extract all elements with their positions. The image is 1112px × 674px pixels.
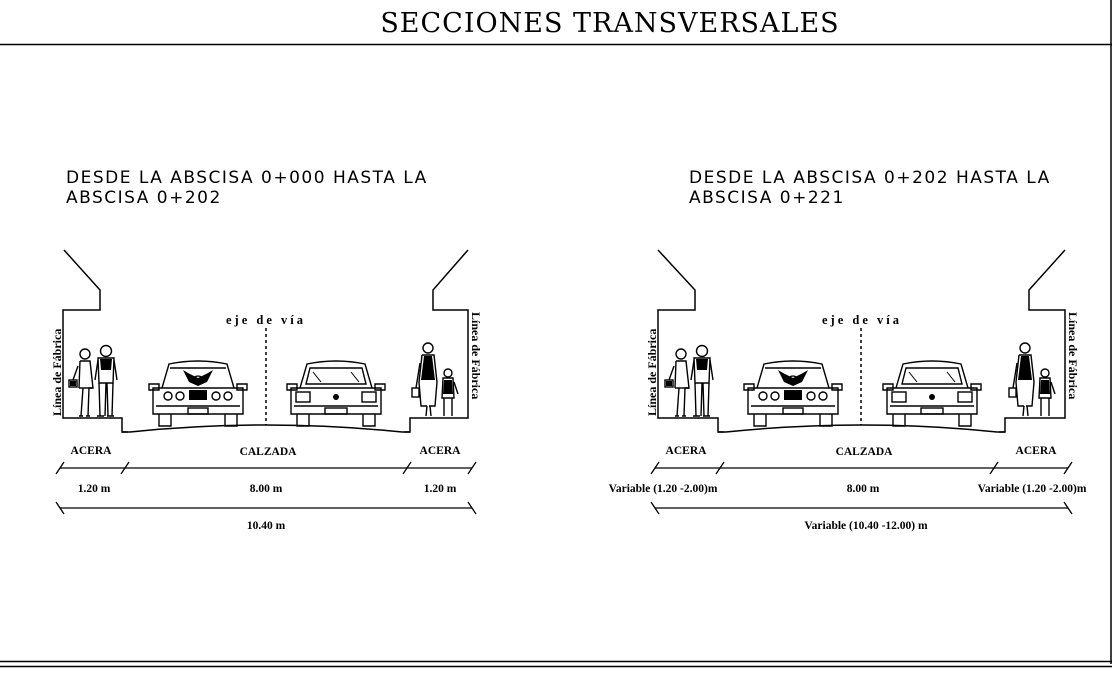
car-front-icon — [743, 360, 843, 427]
pedestrian-adult-child-icon — [411, 342, 459, 417]
pedestrian-couple-icon — [68, 344, 118, 417]
left-building-outline — [62, 249, 128, 433]
section-2-heading-line1: DESDE LA ABSCISA 0+202 HASTA LA — [689, 168, 1051, 188]
section-1-heading-line2: ABSCISA 0+202 — [66, 188, 222, 208]
roadway-label: CALZADA — [836, 446, 894, 458]
right-sidewalk-dimension: 1.20 m — [424, 483, 457, 495]
car-front-icon — [148, 360, 248, 427]
right-building-line-label: Línea de Fábrica — [469, 312, 483, 399]
section-1-heading-line1: DESDE LA ABSCISA 0+000 HASTA LA — [66, 168, 428, 188]
right-building-outline — [404, 249, 469, 433]
dimension-lines — [55, 461, 477, 515]
dimension-lines — [650, 461, 1073, 515]
left-building-line-label: Línea de Fábrica — [645, 329, 659, 416]
roadway-dimension: 8.00 m — [250, 483, 283, 495]
right-sidewalk-dimension: Variable (1.20 -2.00)m — [978, 483, 1087, 495]
left-sidewalk-dimension: 1.20 m — [78, 483, 111, 495]
left-sidewalk-label: ACERA — [666, 445, 708, 457]
left-building-line-label: Línea de Fábrica — [50, 329, 64, 416]
car-rear-icon — [286, 360, 386, 427]
left-building-outline — [657, 249, 724, 433]
roadway-surface — [122, 424, 410, 433]
section-2-heading-line2: ABSCISA 0+221 — [689, 188, 845, 208]
total-width-dimension: Variable (10.40 -12.00) m — [804, 520, 928, 532]
cross-section-2: DESDE LA ABSCISA 0+202 HASTA LA ABSCISA … — [609, 168, 1087, 532]
sheet-title: SECCIONES TRANSVERSALES — [380, 8, 839, 39]
pedestrian-couple-icon — [664, 344, 714, 417]
road-axis-label: eje de vía — [226, 313, 306, 327]
left-sidewalk-dimension: Variable (1.20 -2.00)m — [609, 483, 718, 495]
right-sidewalk-label: ACERA — [420, 445, 462, 457]
road-axis-label: eje de vía — [822, 313, 902, 327]
cross-section-1: DESDE LA ABSCISA 0+000 HASTA LA ABSCISA … — [50, 168, 483, 532]
car-rear-icon — [882, 360, 982, 427]
roadway-label: CALZADA — [240, 446, 298, 458]
total-width-dimension: 10.40 m — [247, 520, 286, 532]
pedestrian-adult-child-icon — [1008, 342, 1056, 417]
roadway-dimension: 8.00 m — [847, 483, 880, 495]
roadway-surface — [718, 424, 1005, 433]
left-sidewalk-label: ACERA — [71, 445, 113, 457]
right-sidewalk-label: ACERA — [1016, 445, 1058, 457]
right-building-line-label: Línea de Fábrica — [1066, 312, 1080, 399]
right-building-outline — [999, 249, 1066, 433]
